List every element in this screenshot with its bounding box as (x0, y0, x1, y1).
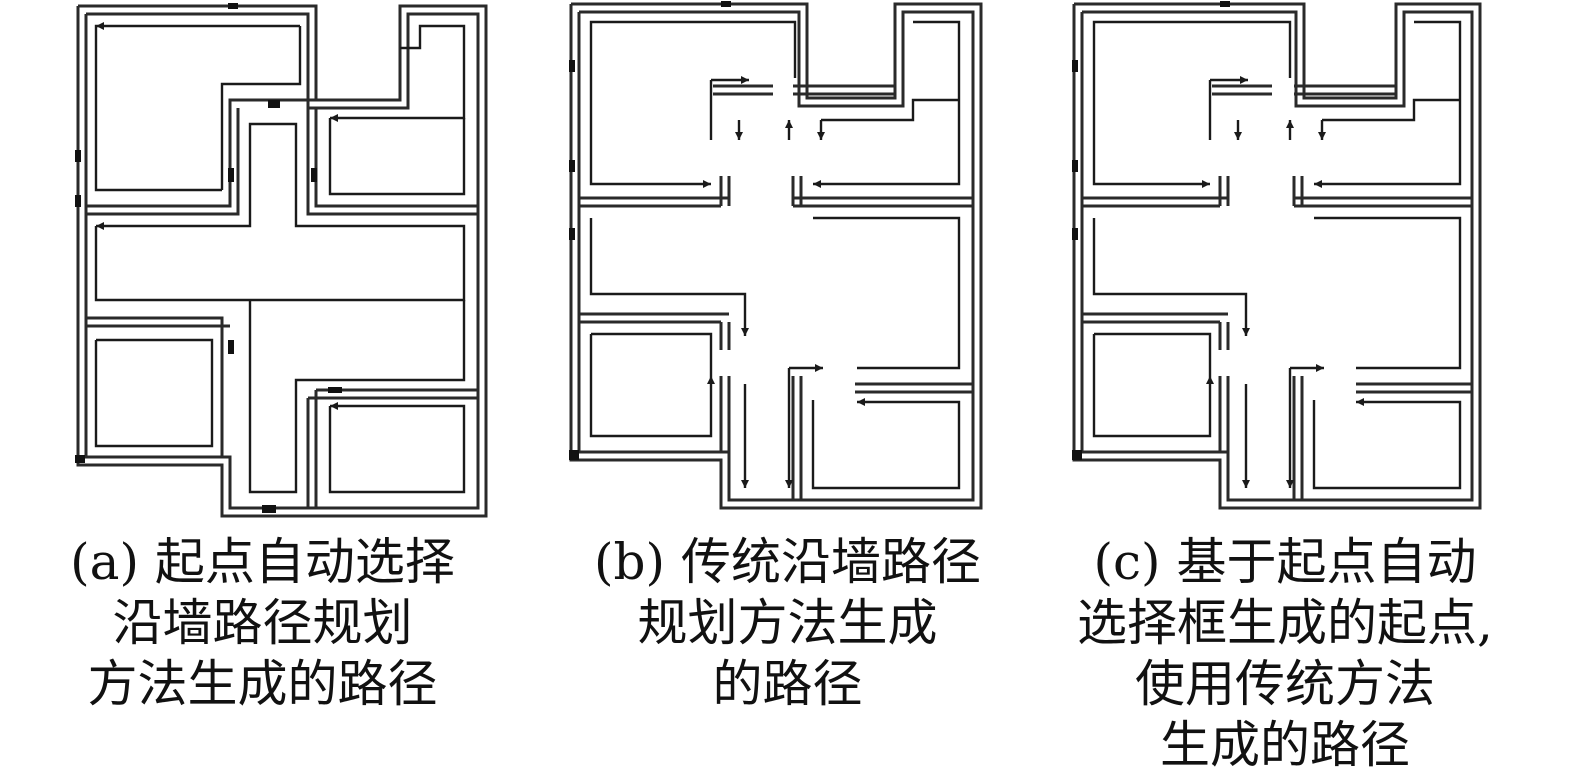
caption-a-line-2: 沿墙路径规划 (112, 594, 413, 652)
floorplan-b (569, 1, 983, 510)
arrows-b (703, 76, 865, 488)
caption-a-line-3: 方法生成的路径 (87, 655, 438, 713)
path-b (589, 20, 961, 490)
walls-a (76, 4, 488, 518)
caption-b-line-2: 规划方法生成 (637, 594, 938, 652)
path-c (1092, 20, 1462, 490)
panel-b: (b) 传统沿墙路径 规划方法生成 的路径 (525, 0, 1050, 778)
doors-a (75, 3, 342, 513)
floorplan-c (1072, 1, 1482, 510)
caption-c: (c) 基于起点自动 选择框生成的起点, 使用传统方法 生成的路径 (1050, 532, 1520, 776)
walls-b (569, 2, 983, 510)
arrows-c (1202, 76, 1364, 488)
doors-b (569, 1, 731, 460)
panel-c: (c) 基于起点自动 选择框生成的起点, 使用传统方法 生成的路径 (1050, 0, 1575, 778)
caption-a: (a) 起点自动选择 沿墙路径规划 方法生成的路径 (0, 532, 525, 715)
caption-c-line-1: (c) 基于起点自动 (1093, 533, 1477, 591)
caption-b-line-1: (b) 传统沿墙路径 (594, 533, 981, 591)
caption-b-line-3: 的路径 (712, 655, 863, 713)
path-a (94, 24, 466, 494)
caption-b: (b) 传统沿墙路径 规划方法生成 的路径 (525, 532, 1050, 715)
doors-c (1072, 1, 1230, 460)
caption-c-line-2: 选择框生成的起点, (1077, 594, 1493, 652)
caption-c-line-4: 生成的路径 (1160, 716, 1410, 774)
floorplan-a (75, 3, 488, 518)
caption-a-line-1: (a) 起点自动选择 (70, 533, 455, 591)
walls-c (1072, 2, 1482, 510)
caption-c-line-3: 使用传统方法 (1135, 655, 1435, 713)
arrows-a (96, 22, 338, 410)
panel-a: (a) 起点自动选择 沿墙路径规划 方法生成的路径 (0, 0, 525, 778)
